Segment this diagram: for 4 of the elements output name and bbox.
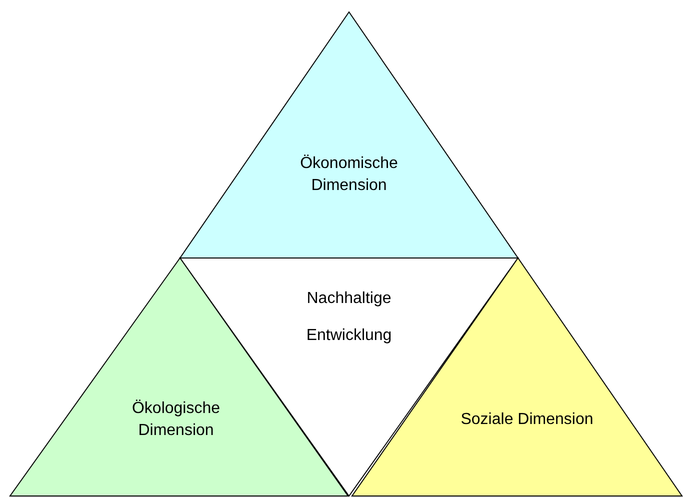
dimension-label: Ökologische Dimension [130,398,222,441]
dimension-label: Ökonomische Dimension [299,154,399,196]
dimension-label: Soziale Dimension [460,410,594,430]
dimension-label: Nachhaltige Entwicklung [305,289,393,346]
